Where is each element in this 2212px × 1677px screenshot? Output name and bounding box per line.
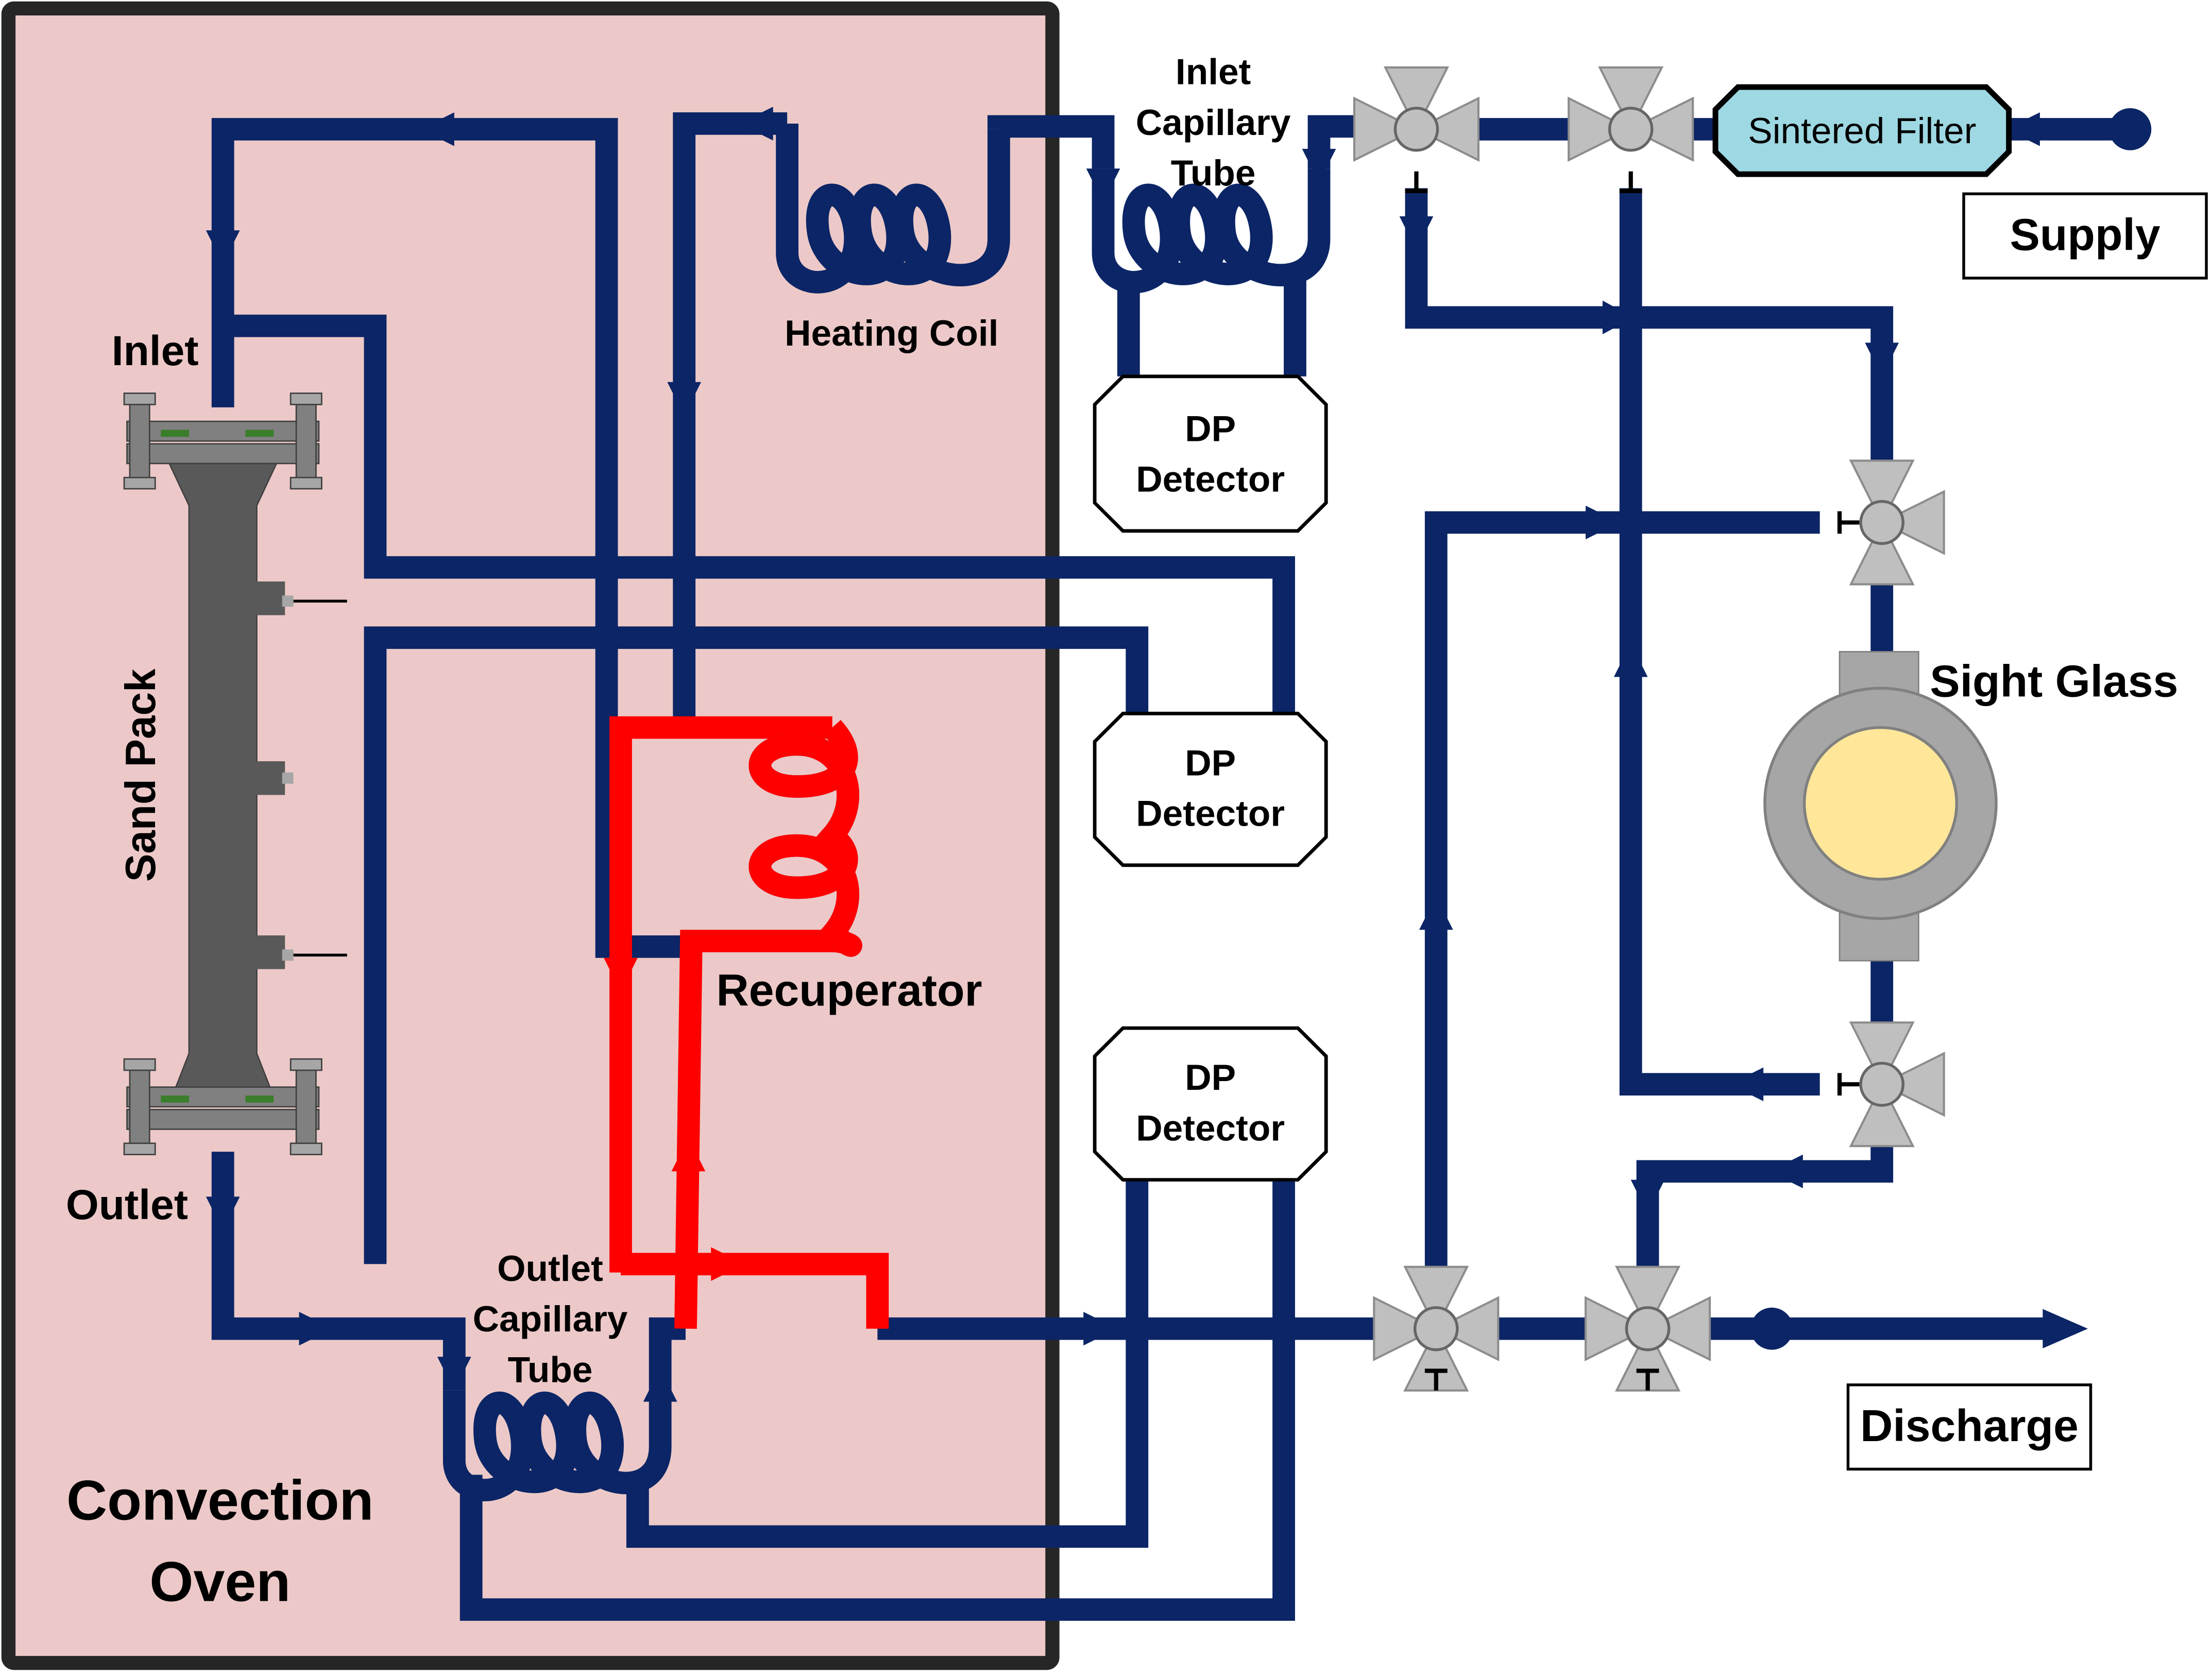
pipe-return-left: [1424, 511, 1820, 1270]
flow-arrow-icon: [667, 382, 702, 416]
inlet-capillary-label-2: Capillary: [1136, 102, 1291, 143]
dp-detector-3-label-1: DP: [1185, 1057, 1236, 1098]
pipe-valve1-down: [1405, 188, 1894, 464]
outlet-capillary-label-1: Outlet: [497, 1248, 603, 1289]
sight-glass-label: Sight Glass: [1930, 656, 2178, 707]
outlet-capillary-label-2: Capillary: [473, 1299, 628, 1340]
pipe-bypass-right: [1619, 317, 1820, 1096]
inlet-label: Inlet: [112, 328, 199, 374]
supply-label: Supply: [2010, 210, 2160, 260]
valve-inlet-2[interactable]: [1569, 67, 1693, 193]
pipe-recuperator-hot-in: [609, 716, 832, 1273]
valve-discharge-2[interactable]: [1586, 1265, 1710, 1391]
inlet-capillary-label-1: Inlet: [1176, 52, 1251, 93]
dp-detector-2-label-1: DP: [1185, 743, 1236, 783]
inlet-capillary-coil: [1092, 168, 1331, 294]
pipe-heating-to-capillary: [987, 115, 1115, 169]
flow-arrow-icon: [299, 1311, 333, 1346]
convection-oven-label-2: Oven: [149, 1551, 291, 1614]
recuperator-coil: [748, 720, 862, 957]
flow-arrow-icon: [589, 542, 624, 576]
dp-detector-1: [1093, 374, 1328, 533]
outlet-label: Outlet: [66, 1182, 188, 1228]
pipe-hot-to-discharge: [620, 1253, 889, 1329]
flow-arrow-icon: [1769, 1154, 1803, 1189]
flow-arrow-icon: [206, 230, 240, 264]
dp-detector-1-label-1: DP: [1185, 408, 1236, 449]
flow-arrow-icon: [671, 1137, 706, 1172]
convection-oven-label-1: Convection: [66, 1469, 373, 1532]
flow-arrow-icon: [2043, 1309, 2088, 1348]
heating-coil-label: Heating Coil: [785, 313, 998, 354]
discharge-label: Discharge: [1860, 1400, 2079, 1451]
valve-discharge-1[interactable]: [1374, 1265, 1498, 1391]
dp-detector-1-label-2: Detector: [1136, 459, 1285, 500]
flow-arrow-icon: [2006, 112, 2040, 146]
pipe-lower-return: [1636, 1146, 1894, 1270]
pipe-recuperator-hot-out: [674, 930, 832, 1329]
pipe-inlet-tap: [223, 314, 1295, 714]
flow-arrow-icon: [420, 112, 454, 146]
recuperator-label: Recuperator: [717, 965, 982, 1016]
discharge-box: [1846, 1383, 2092, 1471]
dp-detector-3-label-2: Detector: [1136, 1108, 1285, 1149]
flow-arrow-icon: [604, 957, 638, 992]
pipe-dp3-right: [460, 1179, 1295, 1621]
flow-arrow-icon: [206, 1196, 240, 1230]
heating-coil: [776, 123, 1010, 294]
flow-arrow-icon: [1729, 1067, 1764, 1101]
flow-arrow-icon: [1630, 1179, 1665, 1214]
flow-arrow-icon: [437, 1357, 471, 1391]
valve-sightglass-top[interactable]: [1837, 460, 1944, 584]
dp-detector-2-label-2: Detector: [1136, 794, 1285, 834]
dp-detector-2: [1093, 711, 1328, 867]
outlet-capillary-label-3: Tube: [508, 1349, 593, 1390]
discharge-port: [1750, 1307, 1793, 1350]
inlet-capillary-label-3: Tube: [1171, 153, 1256, 194]
flow-arrow-icon: [1302, 149, 1336, 183]
flow-arrow-icon: [1083, 1311, 1117, 1346]
valve-sightglass-bottom[interactable]: [1837, 1022, 1944, 1146]
flow-arrow-icon: [1586, 505, 1620, 540]
outlet-capillary-coil: [443, 1390, 672, 1501]
sight-glass: [1763, 651, 1998, 962]
flow-arrow-icon: [1865, 343, 1899, 377]
flow-arrow-icon: [739, 107, 773, 141]
dp-detector-3: [1093, 1026, 1328, 1182]
flow-arrow-icon: [1399, 216, 1434, 250]
supply-port: [2109, 108, 2152, 150]
sand-pack: [168, 463, 347, 1105]
valve-inlet-1[interactable]: [1354, 67, 1478, 193]
flow-arrow-icon: [1086, 168, 1120, 202]
flow-arrow-icon: [711, 1247, 745, 1281]
pipe-mid-tap: [364, 626, 1149, 1264]
flow-arrow-icon: [1602, 300, 1634, 335]
sintered-filter: [1712, 84, 2012, 177]
pipe-dp3-left: [626, 1179, 1149, 1548]
flow-arrow-icon: [1419, 896, 1453, 930]
pipe-inlet-loop: [211, 118, 685, 958]
flow-arrow-icon: [1613, 643, 1648, 677]
supply-box: [1962, 192, 2208, 280]
sintered-filter-label: Sintered Filter: [1748, 111, 1976, 151]
sand-pack-label: Sand Pack: [117, 669, 164, 882]
flow-arrow-icon: [643, 1368, 677, 1402]
